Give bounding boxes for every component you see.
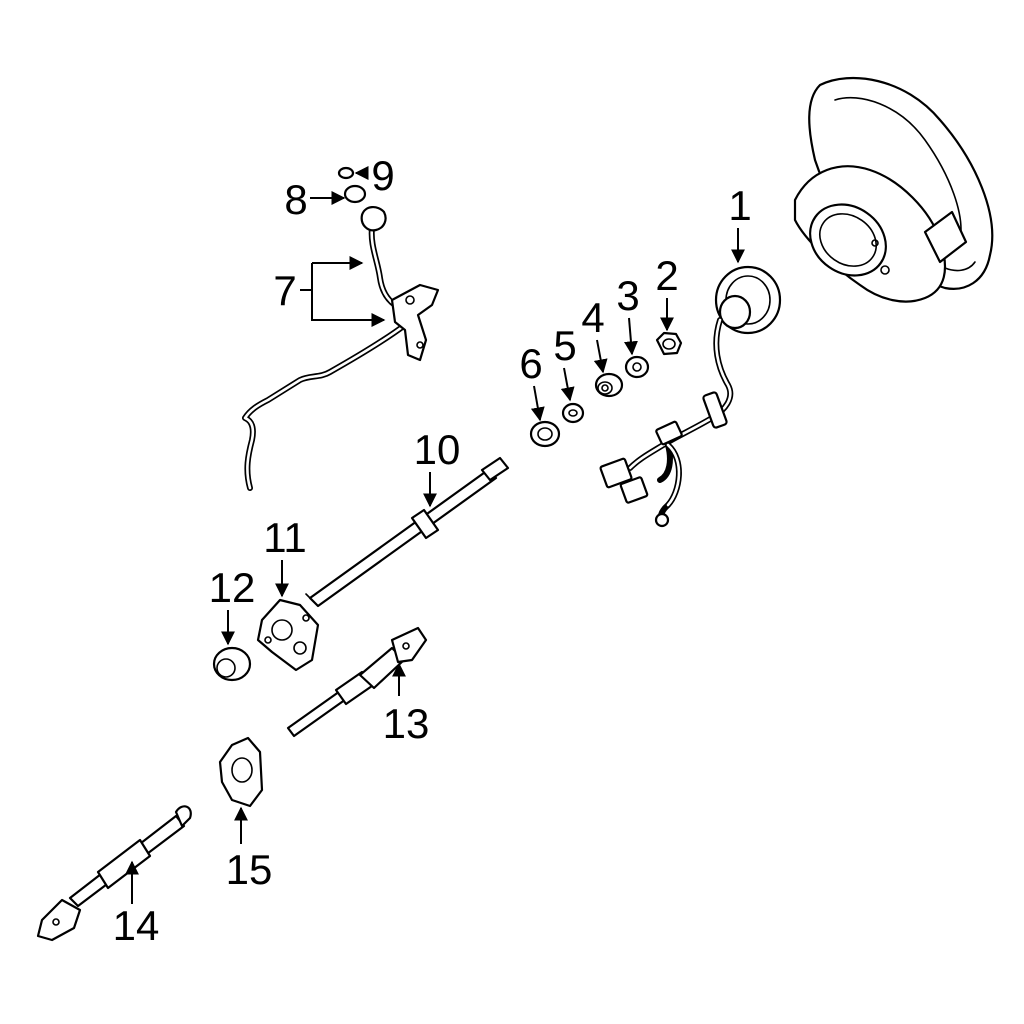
callout-6: 6: [519, 340, 542, 387]
callout-13: 13: [383, 700, 430, 747]
callout-8: 8: [284, 176, 307, 223]
clockspring-part-1: [599, 265, 782, 528]
steering-wheel: [793, 76, 994, 303]
washer-part-3: [624, 355, 650, 379]
callout-7: 7: [273, 267, 296, 314]
callout-11: 11: [263, 514, 307, 561]
callout-15: 15: [226, 846, 273, 893]
callout-14: 14: [113, 902, 160, 949]
knob-part-8: [343, 184, 367, 204]
callout-5: 5: [553, 322, 576, 369]
callout-1: 1: [728, 182, 751, 229]
boot-cover-part-15: [218, 736, 264, 808]
washer-part-5: [561, 402, 585, 424]
callout-9: 9: [371, 152, 394, 199]
bearing-ring-part-12: [212, 646, 252, 682]
callout-4: 4: [581, 294, 604, 341]
shift-lever-cable-part-7: [242, 206, 440, 491]
callout-3: 3: [616, 272, 639, 319]
leader-lines: [125, 166, 745, 904]
upper-shaft-part-10: [305, 456, 510, 608]
callout-labels: 1 2 3 4 5 6 7 8 9 10 11 12 13 14 15: [113, 152, 752, 949]
callout-12: 12: [209, 564, 256, 611]
bearing-part-6: [529, 420, 561, 448]
callout-2: 2: [655, 252, 678, 299]
intermediate-shaft-part-13: [286, 626, 428, 738]
bushing-part-4: [594, 372, 624, 398]
callout-10: 10: [414, 426, 461, 473]
clip-part-9: [337, 166, 355, 180]
lock-housing-part-11: [256, 598, 320, 672]
nut-part-2: [655, 331, 683, 356]
